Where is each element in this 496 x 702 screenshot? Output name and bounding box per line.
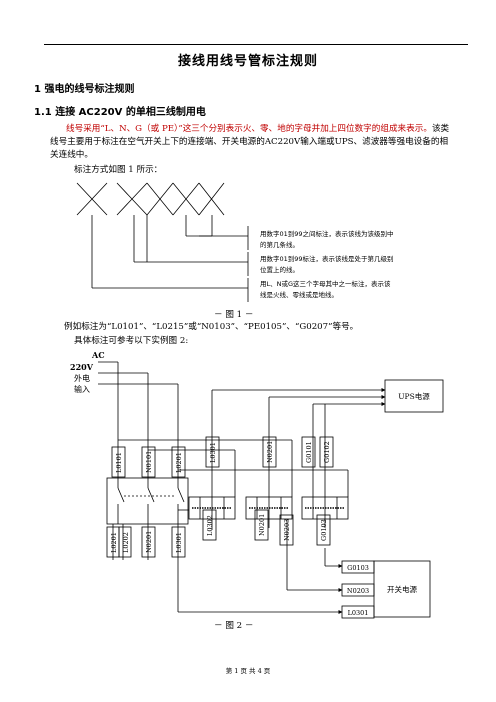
ac-external-label: 外电 (74, 373, 90, 383)
paragraph-black-text: 该类线号主要用于标注在空气开关上下的连接端、开关电源的AC220V输入端或UPS… (50, 124, 450, 160)
figure1-diagram (76, 182, 249, 302)
wire-label-bottom-8: G0103 (320, 519, 328, 541)
figure2-caption: － 图 2 － (214, 621, 254, 631)
psu-label: 开关电源 (387, 584, 417, 594)
example-text: 例如标注为“L0101”、“L0215”或“N0103”、“PE0105”、“G… (64, 322, 359, 332)
ac-input-label: 输入 (74, 384, 90, 394)
ups-label: UPS电源 (398, 391, 430, 401)
wire-label-bottom-6: N0201 (258, 514, 266, 536)
section-heading: 1 强电的线号标注规则 (34, 84, 135, 95)
figure1-note-3b: 线是火线、零线或是地线。 (260, 291, 338, 299)
wire-label-top-6: G0101 (305, 441, 313, 463)
figure1-note-1a: 用数字01到99之间标注，表示该线为该级别中 (260, 230, 394, 238)
subsection-heading: 1.1 连接 AC220V 的单相三线制用电 (34, 107, 206, 118)
psu-input-label-2: N0203 (347, 587, 369, 595)
wire-label-top-3: L0201 (175, 452, 183, 473)
paragraph-red-text: 线号采用“L、N、G（或 PE）”这三个分别表示火、零、地的字母并加上四位数字的… (66, 124, 432, 134)
ac-voltage-label: 220V (70, 362, 94, 372)
wire-label-top-7: G0102 (323, 441, 331, 463)
figure1-note-1b: 的第几条线。 (260, 241, 299, 249)
wire-label-bottom-2: L0202 (122, 532, 130, 553)
wire-label-bottom-4: L0301 (175, 532, 183, 553)
intro-paragraph: 线号采用“L、N、G（或 PE）”这三个分别表示火、零、地的字母并加上四位数字的… (50, 123, 455, 162)
wire-label-bottom-5: L0302 (206, 515, 214, 536)
wire-label-top-4: L0301 (209, 442, 217, 463)
psu-input-label-1: G0103 (347, 564, 369, 572)
figure1-caption: － 图 1 － (214, 310, 254, 320)
figure1-note-2a: 用数字01到99标注，表示该线是处于第几级别 (260, 255, 394, 263)
page-footer: 第 1 页 共 4 页 (225, 667, 271, 675)
header-rule (44, 44, 468, 45)
figure1-note-2b: 位置上的线。 (260, 266, 299, 274)
page-title: 接线用线号管标注规则 (177, 54, 318, 69)
ac-label: AC (91, 350, 105, 360)
wire-label-bottom-1: L0201 (110, 532, 118, 553)
figure2-intro: 具体标注可参考以下实例图 2: (74, 336, 189, 346)
wire-label-bottom-3: N0201 (145, 531, 153, 553)
figure1-note-3a: 用L、N或G这三个字母其中之一标注，表示该 (260, 280, 391, 288)
wire-label-top-2: N0101 (145, 451, 153, 473)
psu-input-label-3: L0301 (348, 609, 369, 617)
wire-label-top-5: N0201 (266, 441, 274, 463)
wire-label-bottom-7: N0203 (283, 519, 291, 541)
figure1-intro: 标注方式如图 1 所示： (74, 165, 163, 175)
wire-label-top-1: L0101 (115, 452, 123, 473)
